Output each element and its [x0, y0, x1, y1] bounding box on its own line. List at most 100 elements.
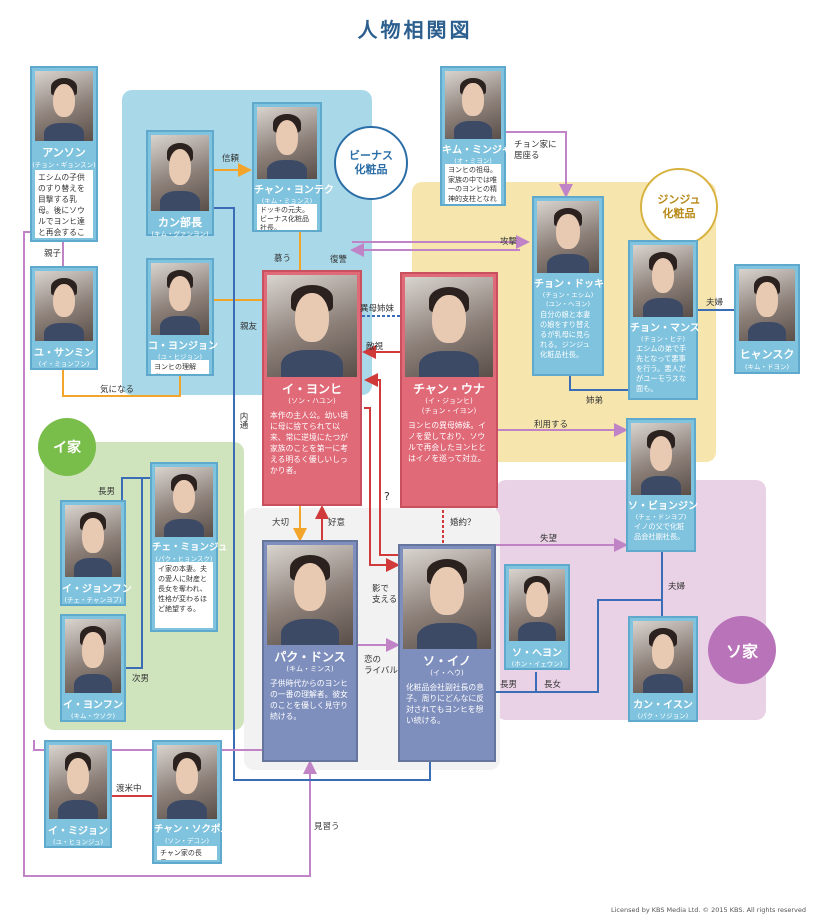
line-hatena	[364, 373, 400, 556]
character-card-mansu[interactable]: チョン・マンス (チョン・ヒテ) エシムの弟で手先となって悪事を行う。悪人だがユ…	[628, 240, 700, 400]
label-konyaku: 婚約？	[450, 518, 476, 528]
character-name: チョン・マンス	[630, 323, 700, 334]
character-name: チャン・ウナ	[413, 382, 485, 396]
group-yi-badge: イ家	[38, 418, 96, 476]
character-card-kang[interactable]: カン部長 (キム・グァンヨン)	[146, 130, 214, 238]
character-name: ソ・イノ	[422, 654, 471, 668]
portrait-photo	[155, 467, 213, 537]
character-card-ko-yonjon[interactable]: コ・ヨンジョン (ユ・ヒジョン) ヨンヒの理解者。	[146, 258, 218, 376]
character-card-anson[interactable]: アンソン (チョン・ギョンスン) エシムの子供のすり替えを目撃する乳母。後にソウ…	[30, 66, 98, 242]
character-description: ドッキの元夫。ビーナス化粧品社長。	[257, 204, 317, 230]
line-choonan	[121, 477, 150, 500]
group-jinju-badge: ジンジュ 化粧品	[640, 168, 718, 246]
portrait-photo	[267, 545, 353, 645]
character-card-yongtek[interactable]: チャン・ヨンテク (キム・ミョンス) ドッキの元夫。ビーナス化粧品社長。	[252, 102, 334, 232]
character-description: イノの父で化粧品会社副社長。	[634, 522, 685, 541]
actor-name: (ホン・イェウン)	[511, 660, 563, 668]
portrait-photo	[35, 271, 93, 341]
label-koui: 好意	[328, 518, 346, 528]
character-name: イ・ミジョン	[48, 826, 108, 837]
group-venus-badge: ビーナス 化粧品	[334, 126, 408, 200]
character-name: ソ・ヘヨン	[512, 648, 562, 659]
character-description: チャン家の長男。	[157, 846, 217, 860]
character-card-yonfun[interactable]: イ・ヨンフン (キム・ウソク)	[60, 614, 126, 722]
actor-name: (オ・ミヨン)	[454, 157, 492, 165]
actor-name-2: (チョン・イヨン)	[421, 407, 477, 415]
portrait-photo	[405, 277, 493, 377]
actor-name: (キム・ウソク)	[70, 712, 116, 720]
character-name: チェ・ミョンジュ	[152, 542, 228, 553]
label-kage: 影で 支える	[372, 584, 398, 605]
character-card-kim-minja[interactable]: キム・ミンジャ (オ・ミヨン) ヨンヒの祖母。家族の中では唯一のヨンヒの精神的支…	[440, 66, 512, 206]
label-choonan2: 長男	[500, 680, 518, 690]
portrait-photo	[537, 201, 599, 273]
character-card-una[interactable]: チャン・ウナ (イ・ジョンヒ) (チョン・イヨン) ヨンヒの異母姉妹。イノを愛し…	[400, 272, 498, 508]
portrait-photo	[403, 549, 491, 649]
label-riyo: 利用する	[534, 420, 569, 430]
character-description: 子供時代からのヨンヒの一番の理解者。彼女のことを優しく見守り続ける。	[270, 679, 348, 721]
character-name: パク・ドンス	[274, 650, 346, 664]
label-kogeki: 攻撃	[500, 237, 518, 247]
actor-name: (キム・ドヨン)	[744, 363, 790, 371]
label-choonan: 長男	[98, 487, 116, 497]
character-card-jonhun[interactable]: イ・ジョンフン (チェ・チャンヨプ)	[60, 500, 132, 606]
label-oyako: 親子	[44, 249, 62, 259]
portrait-photo	[739, 269, 795, 341]
character-card-byongjin[interactable]: ソ・ビョンジン (チェ・ドンヨプ) イノの父で化粧品会社副社長。	[626, 418, 698, 552]
character-name: チョン・ドッキ	[534, 279, 604, 290]
character-name: カン・イスン	[633, 700, 693, 711]
label-choujo: 長女	[544, 680, 562, 690]
character-card-hyansuk[interactable]: ヒャンスク (キム・ドヨン)	[734, 264, 800, 374]
label-taisetsu: 大切	[272, 518, 290, 528]
character-description: ヨンヒの異母姉妹。イノを愛しており、ソウルで再会したヨンヒとはイノを巡って対立。	[408, 421, 486, 463]
character-name: ヒャンスク	[739, 348, 795, 361]
character-card-ino[interactable]: ソ・イノ (イ・ヘウ) 化粧品会社副社長の息子。周りにどんなに反対されてもヨンヒ…	[398, 544, 496, 762]
label-shinyu: 親友	[240, 322, 258, 332]
portrait-photo	[445, 71, 501, 139]
character-card-isun[interactable]: カン・イスン (パク・ソジョン)	[628, 616, 698, 722]
character-name: チャン・ヨンテク	[254, 185, 334, 196]
label-fufu1: 夫婦	[706, 298, 724, 308]
actor-name: (ユ・ヒジョン)	[157, 353, 203, 361]
actor-name: (ソン・ハユン)	[288, 397, 336, 405]
portrait-photo	[151, 135, 209, 211]
page-title: 人物相関図	[357, 18, 473, 42]
actor-name: (チェ・ドンヨプ)	[635, 513, 687, 521]
character-description: エシムの弟で手先となって悪事を行う。悪人だがユーモラスな面も。	[636, 344, 687, 393]
character-name: アンソン	[42, 146, 86, 159]
label-shinrai: 信頼	[222, 154, 240, 164]
character-description: ヨンヒの祖母。家族の中では唯一のヨンヒの精神的支柱となれる存在。	[445, 164, 501, 204]
character-card-dokki[interactable]: チョン・ドッキ (チョン・エシム) (ユン・ヘヨン) 自分の娘と本妻の娘をすり替…	[532, 196, 604, 376]
label-minarau: 見習う	[314, 822, 340, 832]
actor-name: (パク・ヒョンスク)	[155, 555, 213, 563]
portrait-photo	[267, 275, 357, 377]
label-kinaru: 気になる	[100, 385, 135, 395]
actor-name: (チョン・エシム)	[542, 291, 594, 299]
character-name: イ・ジョンフン	[62, 584, 132, 595]
portrait-photo	[633, 245, 693, 317]
actor-name: (チョン・ギョンスン)	[32, 161, 96, 169]
label-shitau: 慕う	[274, 254, 292, 264]
label-shitsubo: 失望	[540, 534, 558, 544]
actor-name: (チョン・ヒテ)	[640, 335, 686, 343]
actor-name: (パク・ソジョン)	[637, 712, 689, 720]
actor-name: (キム・グァンヨン)	[151, 230, 209, 238]
character-card-samin[interactable]: ユ・サンミン (イ・ミョンフン)	[30, 266, 98, 370]
character-card-yonhi[interactable]: イ・ヨンヒ (ソン・ハユン) 本作の主人公。幼い頃に母に捨てられて以来、常に逆境…	[262, 270, 362, 506]
actor-name: (イ・ミョンフン)	[38, 360, 90, 368]
portrait-photo	[631, 423, 691, 495]
label-shitei: 姉弟	[586, 396, 604, 406]
character-card-donsu[interactable]: パク・ドンス (キム・ミンス) 子供時代からのヨンヒの一番の理解者。彼女のことを…	[262, 540, 358, 762]
line-minarau	[23, 231, 317, 877]
actor-name: (ユ・ヒョンジュ)	[52, 838, 104, 846]
label-ibo: 異母姉妹	[360, 304, 395, 314]
label-naitsu: 内通	[238, 412, 248, 429]
character-card-heyon[interactable]: ソ・ヘヨン (ホン・イェウン)	[504, 564, 570, 670]
portrait-photo	[65, 619, 121, 693]
character-name: ソ・ビョンジン	[628, 501, 698, 512]
character-card-mijon[interactable]: イ・ミジョン (ユ・ヒョンジュ)	[44, 740, 112, 848]
character-card-choi-myonju[interactable]: チェ・ミョンジュ (パク・ヒョンスク) イ家の本妻。夫の愛人に財産と長女を奪われ…	[150, 462, 228, 632]
character-card-sokpom[interactable]: チャン・ソクポム (ソン・デコン) チャン家の長男。	[152, 740, 230, 864]
label-chongake: チョン家に 居座る	[514, 140, 557, 161]
character-description: 自分の娘と本妻の娘をすり替えるが乳母に見られる。ジンジュ化粧品社長。	[540, 310, 591, 359]
